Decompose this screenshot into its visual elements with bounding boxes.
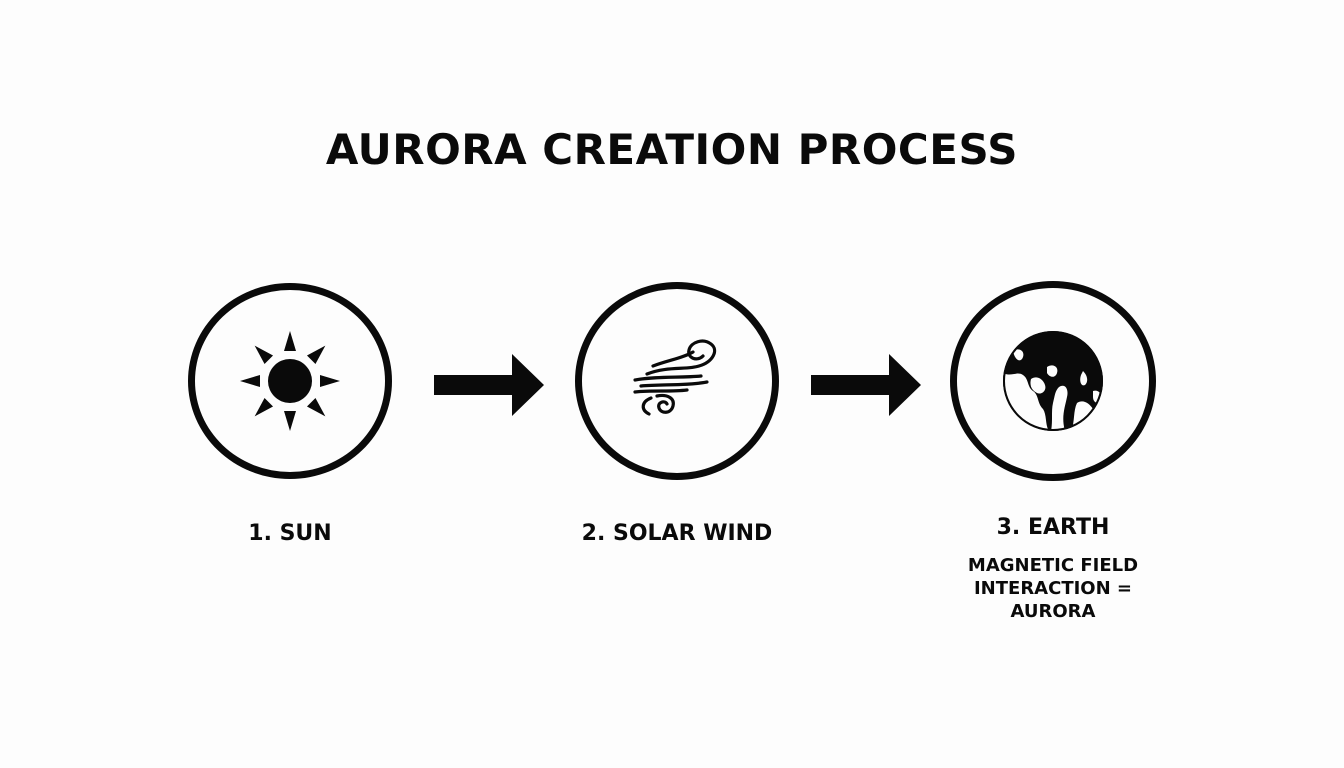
- arrow-right-icon: [811, 354, 921, 416]
- diagram-title: AURORA CREATION PROCESS: [325, 125, 1019, 174]
- arrow-right-icon: [434, 354, 544, 416]
- earth-description-line: MAGNETIC FIELD: [967, 555, 1139, 576]
- globe-icon: [1003, 331, 1103, 431]
- earth-description: MAGNETIC FIELD INTERACTION = AURORA: [903, 554, 1203, 623]
- sun-node: [188, 283, 392, 479]
- step-label-earth: 3. EARTH: [996, 515, 1110, 540]
- step-label-solar-wind: 2. SOLAR WIND: [581, 521, 773, 546]
- sun-icon: [240, 331, 340, 431]
- earth-description-line: INTERACTION =: [973, 578, 1133, 599]
- solar-wind-node: [575, 282, 779, 480]
- wind-icon: [633, 339, 717, 416]
- step-label-sun: 1. SUN: [248, 521, 332, 546]
- earth-node: [950, 281, 1156, 481]
- earth-description-line: AURORA: [1010, 601, 1096, 622]
